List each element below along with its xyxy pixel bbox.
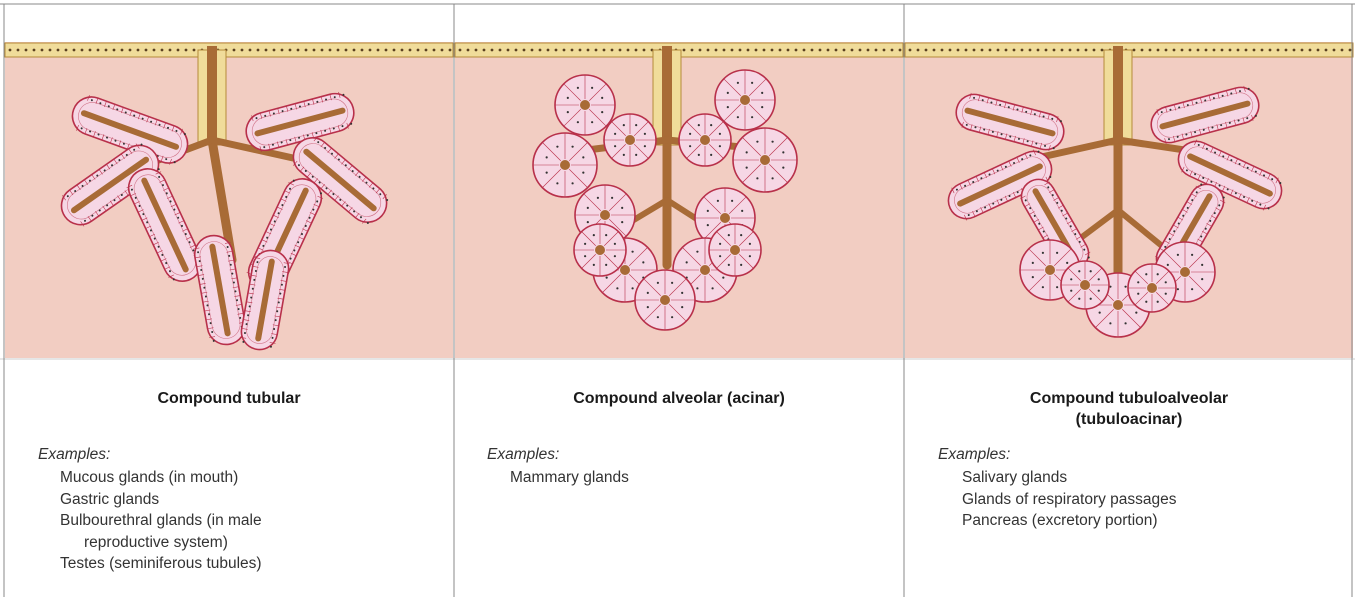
example-item: Mammary glands xyxy=(510,467,629,489)
title-compound-alveolar: Compound alveolar (acinar) xyxy=(455,388,903,409)
example-item: Pancreas (excretory portion) xyxy=(962,510,1177,532)
examples-list-tubular: Mucous glands (in mouth) Gastric glands … xyxy=(60,467,262,575)
secretory-alveolus xyxy=(733,128,797,192)
secretory-alveolus xyxy=(574,224,626,276)
secretory-alveolus xyxy=(715,70,775,130)
secretory-alveolus xyxy=(635,270,695,330)
examples-list-alveolar: Mammary glands xyxy=(510,467,629,489)
example-item: Bulbourethral glands (in male xyxy=(60,510,262,532)
secretory-alveolus xyxy=(1061,261,1109,309)
example-item: Mucous glands (in mouth) xyxy=(60,467,262,489)
example-item: Testes (seminiferous tubules) xyxy=(60,553,262,575)
secretory-alveolus xyxy=(1128,264,1176,312)
title-line-2: (tubuloacinar) xyxy=(905,409,1353,430)
title-compound-tubuloalveolar: Compound tubuloalveolar (tubuloacinar) xyxy=(905,388,1353,430)
secretory-alveolus xyxy=(555,75,615,135)
examples-label-alveolar: Examples: xyxy=(487,446,559,464)
examples-label-tubular: Examples: xyxy=(38,446,110,464)
secretory-alveolus xyxy=(533,133,597,197)
title-line-1: Compound tubuloalveolar xyxy=(905,388,1353,409)
secretory-alveolus xyxy=(709,224,761,276)
secretory-alveolus xyxy=(604,114,656,166)
example-item: reproductive system) xyxy=(60,532,262,554)
example-item: Salivary glands xyxy=(962,467,1177,489)
example-item: Gastric glands xyxy=(60,489,262,511)
examples-label-tubuloalveolar: Examples: xyxy=(938,446,1010,464)
secretory-alveolus xyxy=(679,114,731,166)
main-duct-lumen xyxy=(207,46,217,144)
main-duct-lumen xyxy=(662,46,672,144)
main-duct-lumen xyxy=(1113,46,1123,144)
example-item: Glands of respiratory passages xyxy=(962,489,1177,511)
title-compound-tubular: Compound tubular xyxy=(5,388,453,409)
examples-list-tubuloalveolar: Salivary glands Glands of respiratory pa… xyxy=(962,467,1177,532)
